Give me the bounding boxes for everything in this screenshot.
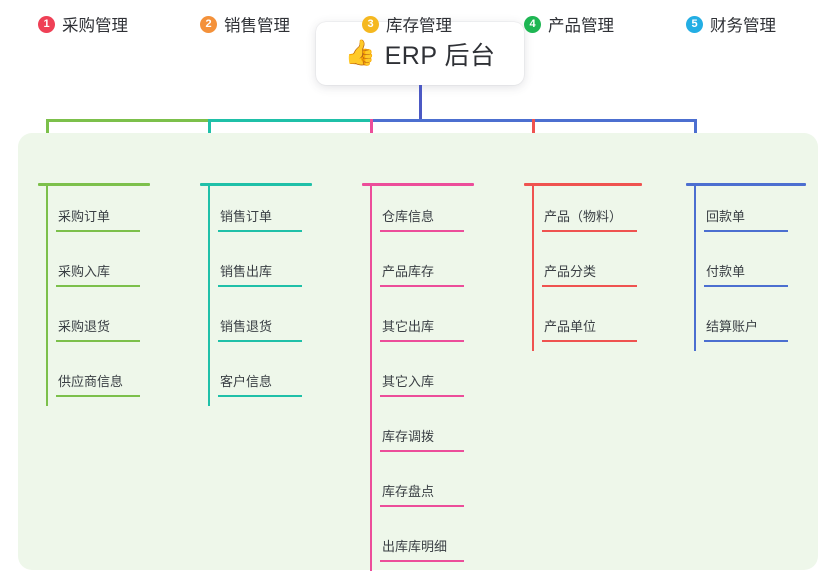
- branch-badge-3: 3: [362, 15, 379, 33]
- leaf-node-label[interactable]: 回款单: [706, 209, 746, 224]
- leaf-node-underline: [56, 230, 140, 232]
- branch-title-label: 财务管理: [710, 17, 776, 35]
- branch-header-库存管理[interactable]: 3 库存管理: [362, 12, 452, 36]
- leaf-node-label[interactable]: 其它出库: [382, 319, 435, 334]
- branch-underline-4: [524, 183, 642, 186]
- leaf-node-underline: [56, 340, 140, 342]
- leaf-node-underline: [380, 505, 464, 507]
- leaf-node-label[interactable]: 产品（物料）: [544, 209, 623, 224]
- leaf-node-underline: [704, 285, 788, 287]
- leaf-node-label[interactable]: 出库库明细: [382, 539, 448, 554]
- branch-badge-5: 5: [686, 15, 703, 33]
- leaf-node-underline: [704, 340, 788, 342]
- branch-spine-5: [694, 186, 696, 351]
- branch-badge-2: 2: [200, 15, 217, 33]
- leaf-node-underline: [380, 450, 464, 452]
- branch-title-label: 销售管理: [224, 17, 290, 35]
- branch-header-采购管理[interactable]: 1 采购管理: [38, 12, 128, 36]
- leaf-node-label[interactable]: 产品单位: [544, 319, 597, 334]
- leaf-node-underline: [380, 285, 464, 287]
- connector-root-stem: [418, 85, 422, 122]
- root-node-label: ERP 后台: [384, 41, 496, 70]
- leaf-node-label[interactable]: 其它入库: [382, 374, 435, 389]
- leaf-node-underline: [704, 230, 788, 232]
- connector-bus-segment-1: [46, 119, 211, 122]
- leaf-node-label[interactable]: 客户信息: [220, 374, 273, 389]
- leaf-node-label[interactable]: 仓库信息: [382, 209, 435, 224]
- leaf-node-label[interactable]: 结算账户: [706, 319, 759, 334]
- leaf-node-underline: [218, 395, 302, 397]
- branch-spine-4: [532, 186, 534, 351]
- leaf-node-underline: [56, 285, 140, 287]
- leaf-node-underline: [380, 340, 464, 342]
- branch-underline-5: [686, 183, 806, 186]
- leaf-node-label[interactable]: 采购退货: [58, 319, 111, 334]
- branch-column-财务管理: 5 财务管理回款单付款单结算账户: [686, 0, 836, 588]
- leaf-node-underline: [542, 340, 637, 342]
- branch-title-label: 库存管理: [386, 17, 452, 35]
- branch-column-采购管理: 1 采购管理采购订单采购入库采购退货供应商信息: [38, 0, 188, 588]
- leaf-node-underline: [542, 285, 637, 287]
- leaf-node-label[interactable]: 销售出库: [220, 264, 273, 279]
- thumbs-up-icon: 👍: [344, 39, 376, 67]
- branch-spine-3: [370, 186, 372, 571]
- leaf-node-label[interactable]: 产品库存: [382, 264, 435, 279]
- root-node-erp-backend[interactable]: 👍 ERP 后台: [316, 22, 524, 85]
- leaf-node-label[interactable]: 库存调拨: [382, 429, 435, 444]
- branch-title-label: 产品管理: [548, 17, 614, 35]
- leaf-node-underline: [56, 395, 140, 397]
- branch-underline-1: [38, 183, 150, 186]
- leaf-node-label[interactable]: 付款单: [706, 264, 746, 279]
- branch-header-产品管理[interactable]: 4 产品管理: [524, 12, 614, 36]
- branch-underline-2: [200, 183, 312, 186]
- branch-header-财务管理[interactable]: 5 财务管理: [686, 12, 776, 36]
- leaf-node-label[interactable]: 库存盘点: [382, 484, 435, 499]
- branches-panel: [18, 133, 818, 570]
- branch-badge-1: 1: [38, 15, 55, 33]
- leaf-node-underline: [218, 285, 302, 287]
- leaf-node-label[interactable]: 销售订单: [220, 209, 273, 224]
- root-node-content: 👍 ERP 后台: [344, 36, 495, 72]
- leaf-node-label[interactable]: 采购入库: [58, 264, 111, 279]
- leaf-node-underline: [218, 340, 302, 342]
- branch-column-产品管理: 4 产品管理产品（物料） 产品分类产品单位: [524, 0, 674, 588]
- leaf-node-underline: [380, 230, 464, 232]
- leaf-node-underline: [218, 230, 302, 232]
- branch-column-销售管理: 2 销售管理销售订单销售出库销售退货客户信息: [200, 0, 350, 588]
- branch-underline-3: [362, 183, 474, 186]
- branch-header-销售管理[interactable]: 2 销售管理: [200, 12, 290, 36]
- leaf-node-label[interactable]: 产品分类: [544, 264, 597, 279]
- connector-bus-segment-2: [208, 119, 373, 122]
- leaf-node-label[interactable]: 供应商信息: [58, 374, 124, 389]
- branch-column-库存管理: 3 库存管理仓库信息产品库存其它出库其它入库库存调拨库存盘点出库库明细: [362, 0, 512, 588]
- leaf-node-underline: [542, 230, 637, 232]
- leaf-node-underline: [380, 560, 464, 562]
- branch-title-label: 采购管理: [62, 17, 128, 35]
- branch-spine-1: [46, 186, 48, 406]
- leaf-node-label[interactable]: 采购订单: [58, 209, 111, 224]
- branch-badge-4: 4: [524, 15, 541, 33]
- leaf-node-underline: [380, 395, 464, 397]
- branch-spine-2: [208, 186, 210, 406]
- leaf-node-label[interactable]: 销售退货: [220, 319, 273, 334]
